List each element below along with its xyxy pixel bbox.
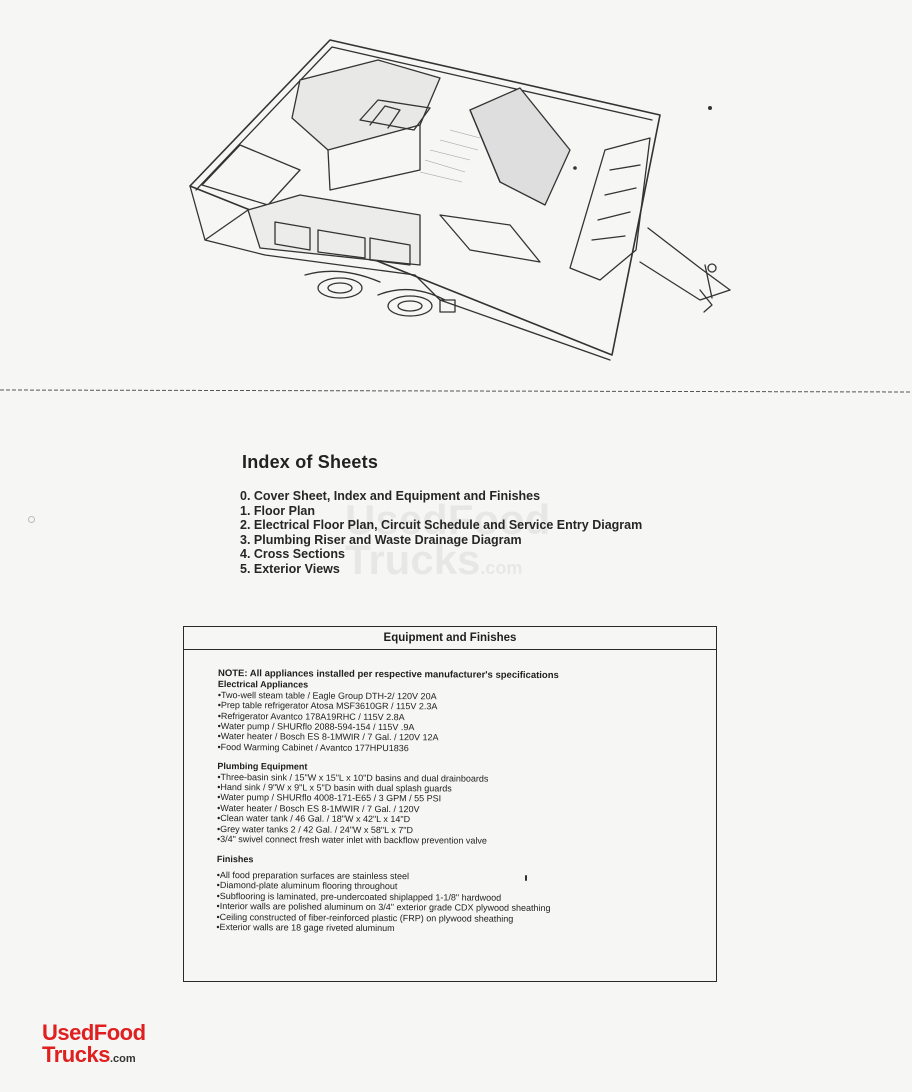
index-item: 3. Plumbing Riser and Waste Drainage Dia… — [240, 532, 522, 547]
plumbing-list: Three-basin sink / 15"W x 15"L x 10"D ba… — [217, 772, 558, 847]
watermark-suffix: .com — [480, 558, 523, 578]
equipment-body: NOTE: All appliances installed per respe… — [216, 668, 559, 935]
index-item: 0. Cover Sheet, Index and Equipment and … — [240, 489, 541, 503]
logo-suffix: .com — [109, 1053, 136, 1065]
index-list: 0. Cover Sheet, Index and Equipment and … — [240, 489, 642, 576]
logo-line2: Trucks — [42, 1042, 110, 1067]
index-item: 4. Cross Sections — [240, 547, 345, 561]
fold-line — [0, 389, 912, 393]
speck — [28, 516, 35, 523]
list-item: Exterior walls are 18 gage riveted alumi… — [216, 922, 557, 934]
electrical-list: Two-well steam table / Eagle Group DTH-2… — [217, 690, 558, 755]
watermark: UsedFood Trucks.com — [345, 496, 551, 588]
equipment-title: Equipment and Finishes — [184, 627, 716, 650]
equipment-box: Equipment and Finishes NOTE: All applian… — [183, 626, 717, 982]
index-item: 5. Exterior Views — [240, 561, 340, 576]
trailer-sketch — [189, 39, 731, 361]
usedfoodtrucks-logo: UsedFood Trucks.com — [42, 1022, 146, 1070]
list-item: 3/4" swivel connect fresh water inlet wi… — [217, 834, 558, 846]
watermark-line1: UsedFood — [345, 496, 551, 543]
index-item: 2. Electrical Floor Plan, Circuit Schedu… — [240, 518, 643, 532]
logo-line1: UsedFood — [42, 1020, 146, 1045]
speck — [525, 875, 527, 881]
index-title: Index of Sheets — [242, 452, 379, 472]
finishes-list: All food preparation surfaces are stainl… — [216, 870, 557, 935]
watermark-line2: Trucks — [345, 536, 481, 583]
index-item: 1. Floor Plan — [240, 503, 316, 518]
